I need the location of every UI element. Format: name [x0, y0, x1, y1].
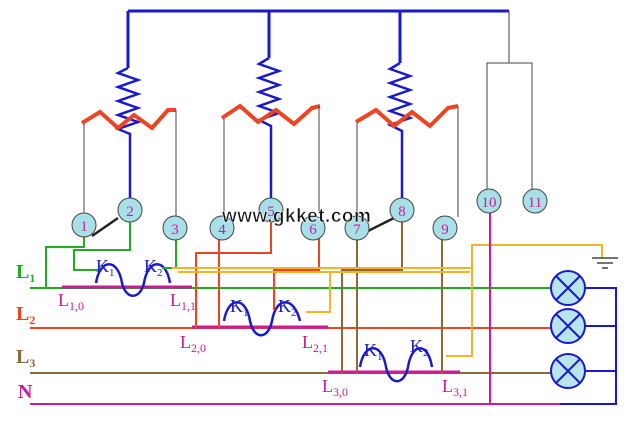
terminal-4-label: 4 — [218, 222, 226, 238]
green-wire-t1 — [45, 228, 85, 288]
terminal-5-label: 5 — [267, 204, 275, 220]
coil-1-leads — [83, 110, 177, 217]
ct2-k2-label: K2 — [278, 296, 297, 319]
ct1-k2-label: K2 — [144, 256, 163, 279]
ct-secondary-loops — [94, 263, 434, 383]
current-coil-3 — [354, 104, 459, 129]
terminal-2-label: 2 — [126, 204, 134, 220]
line-label-l2: L2 — [16, 303, 35, 327]
ct3-l30-label: L3,0 — [322, 376, 348, 399]
brown-wire-t8 — [341, 220, 403, 373]
terminal-6 — [300, 215, 326, 241]
current-wires — [45, 218, 443, 373]
terminal-9 — [432, 215, 458, 241]
terminal-7-label: 7 — [353, 222, 361, 238]
ct1-l10-label: L1,0 — [58, 290, 84, 313]
shorting-links — [91, 216, 395, 238]
terminal-2 — [117, 197, 143, 223]
terminal-10-supply-wire — [486, 11, 510, 190]
ct3-l31-label: L3,1 — [442, 376, 468, 399]
voltage-coil-3 — [386, 61, 414, 200]
watermark: www.gkket.com — [221, 206, 371, 227]
line-label-l3: L3 — [16, 346, 35, 370]
terminal-8-label: 8 — [398, 204, 406, 220]
ct3-k1-label: K1 — [364, 340, 383, 363]
ct1-k1-label: K1 — [96, 256, 115, 279]
terminal-5 — [258, 197, 284, 223]
ct-l-labels: L1,0 L1,1 L2,0 L2,1 L3,0 L3,1 — [58, 290, 468, 399]
lamp-3 — [550, 353, 586, 389]
ct2-k1-label: K1 — [230, 296, 249, 319]
orange-wire-t6 — [273, 236, 320, 310]
line-labels: L1 L2 L3 N — [16, 261, 35, 403]
ct2-l21-label: L2,1 — [302, 332, 328, 355]
main-lines — [30, 287, 560, 405]
ground-symbol — [592, 257, 618, 269]
current-coil-2 — [220, 103, 321, 127]
terminal-10 — [476, 188, 502, 214]
terminal-6-label: 6 — [309, 222, 317, 238]
green-wire-t3 — [162, 236, 177, 269]
ct3-k2-label: K2 — [410, 336, 429, 359]
coil-2-leads — [223, 106, 320, 214]
terminal-11-supply-wire — [509, 62, 533, 190]
voltage-coil-2 — [255, 56, 283, 200]
terminal-9-label: 9 — [441, 222, 449, 238]
green-wire-t2 — [73, 218, 131, 271]
terminal-1-label: 1 — [80, 219, 88, 235]
lamp-2 — [550, 308, 586, 344]
ct1-l11-label: L1,1 — [170, 290, 196, 313]
terminal-3-label: 3 — [171, 222, 179, 238]
terminal-11 — [522, 188, 548, 214]
terminal-labels: 1 2 3 4 5 6 7 8 9 10 11 — [80, 195, 542, 238]
load-wiring — [560, 287, 617, 405]
terminal-1 — [71, 212, 97, 238]
current-coil-1 — [80, 108, 176, 131]
terminal-8 — [389, 197, 415, 223]
ct-k-labels: K1 K2 K1 K2 K1 K2 — [96, 256, 429, 363]
terminal-4 — [209, 215, 235, 241]
coil-3-leads — [356, 106, 459, 217]
voltage-coil-1 — [114, 66, 142, 200]
ct-primary-bars — [62, 285, 460, 374]
terminal-block — [71, 188, 548, 241]
ct2-l20-label: L2,0 — [180, 332, 206, 355]
terminal-10-label: 10 — [482, 195, 497, 211]
terminal-11-label: 11 — [528, 195, 542, 211]
terminal-3 — [162, 215, 188, 241]
ground-wires — [172, 244, 603, 357]
lamp-1 — [550, 270, 586, 306]
orange-wire-t5 — [195, 221, 272, 328]
line-label-l1: L1 — [16, 261, 35, 285]
terminal-7 — [344, 215, 370, 241]
potential-bus — [126, 9, 509, 68]
line-label-n: N — [18, 381, 33, 403]
